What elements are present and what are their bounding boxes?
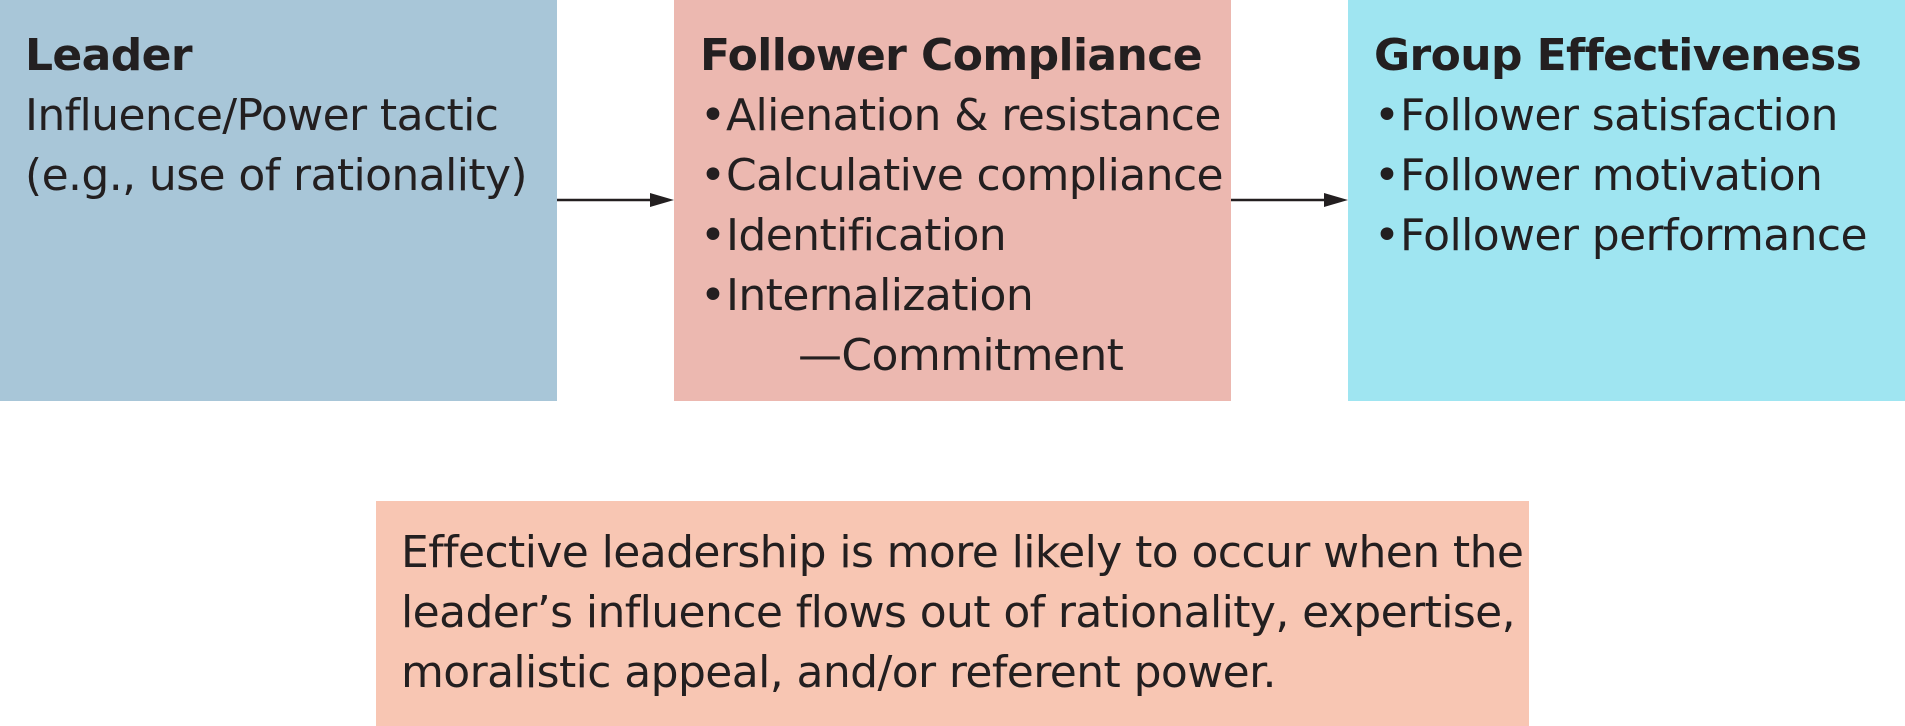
follower-compliance-box: Follower Compliance Alienation & resista…: [674, 0, 1231, 401]
effective-leadership-note: Effective leadership is more likely to o…: [376, 501, 1529, 726]
leader-line-influence-tactic: Influence/Power tactic: [25, 90, 499, 141]
leader-title: Leader: [25, 30, 193, 81]
compliance-sub-item-commitment: —Commitment: [798, 330, 1124, 381]
compliance-item-calculative: Calculative compliance: [700, 146, 1231, 206]
note-line-1: Effective leadership is more likely to o…: [401, 527, 1524, 578]
effectiveness-item-motivation: Follower motivation: [1374, 146, 1905, 206]
arrow-compliance-to-effectiveness: [1231, 193, 1348, 207]
group-effectiveness-list: Follower satisfaction Follower motivatio…: [1374, 86, 1905, 266]
note-line-3: moralistic appeal, and/or referent power…: [401, 647, 1277, 698]
follower-compliance-list: Alienation & resistance Calculative comp…: [700, 86, 1231, 326]
note-line-2: leader’s influence flows out of rational…: [401, 587, 1516, 638]
compliance-item-identification: Identification: [700, 206, 1231, 266]
leader-line-example: (e.g., use of rationality): [25, 150, 528, 201]
compliance-item-alienation: Alienation & resistance: [700, 86, 1231, 146]
follower-compliance-title: Follower Compliance: [700, 30, 1203, 81]
leader-box: Leader Influence/Power tactic (e.g., use…: [0, 0, 557, 401]
effectiveness-item-satisfaction: Follower satisfaction: [1374, 86, 1905, 146]
compliance-item-internalization: Internalization: [700, 266, 1231, 326]
group-effectiveness-box: Group Effectiveness Follower satisfactio…: [1348, 0, 1905, 401]
effectiveness-item-performance: Follower performance: [1374, 206, 1905, 266]
group-effectiveness-title: Group Effectiveness: [1374, 30, 1862, 81]
arrow-leader-to-compliance: [557, 193, 674, 207]
